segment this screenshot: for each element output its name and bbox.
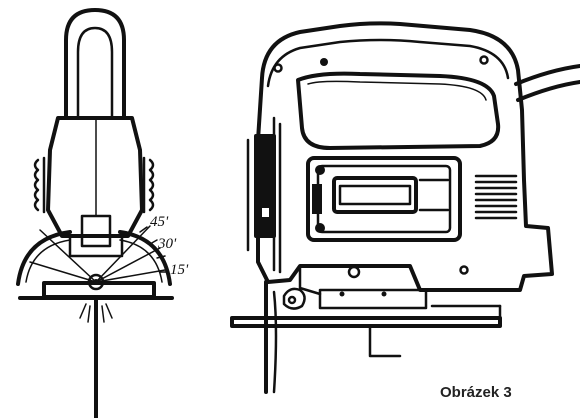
- power-cord: [514, 64, 580, 86]
- front-ribs-left: [33, 156, 46, 214]
- side-handle-opening: [296, 71, 501, 150]
- front-view: 45' 30' 15': [16, 8, 189, 418]
- side-view: [230, 21, 580, 394]
- switch-button: [332, 176, 418, 214]
- vent-slots: [474, 174, 518, 220]
- angle-label-45: 45': [150, 214, 169, 230]
- front-body: [46, 116, 144, 238]
- guide-screw: [262, 208, 269, 217]
- angle-label-30: 30': [157, 236, 177, 252]
- side-housing: [256, 21, 554, 292]
- front-base-plate: [42, 281, 156, 299]
- figure-caption: Obrázek 3: [440, 384, 512, 401]
- tilt-scale-arc: [16, 230, 72, 286]
- front-handle: [64, 8, 126, 120]
- switch-panel: [306, 156, 462, 242]
- angle-label-15: 15': [170, 262, 189, 278]
- front-ribs-right: [142, 156, 155, 214]
- side-base-plate: [230, 316, 502, 328]
- front-blade-holder: [80, 214, 112, 248]
- angle-rays: [29, 225, 166, 283]
